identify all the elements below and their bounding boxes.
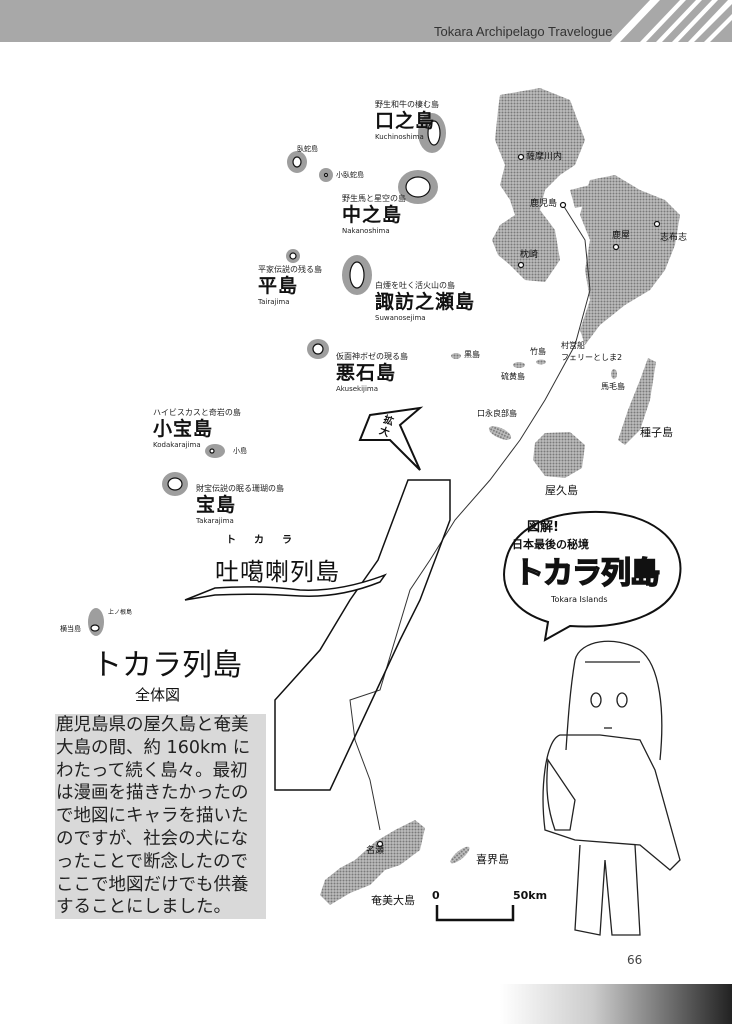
island-tagline: 野生和牛の棲む島: [375, 100, 439, 109]
island-name: 宝島: [196, 494, 237, 516]
archipelago-ruby: トカラ: [226, 535, 310, 546]
zoom-arrow-icon: [358, 406, 424, 471]
island-romaji: Kuchinoshima: [375, 133, 424, 141]
label-takeshima: 竹島: [530, 347, 546, 356]
island-name: 諏訪之瀬島: [375, 291, 476, 313]
island-romaji: Akusekijima: [336, 385, 379, 393]
label-ferry-line1: 村営船: [561, 341, 585, 350]
island-name: 中之島: [342, 204, 403, 226]
scale-bar: [435, 905, 515, 922]
island-label-akusekijima: 仮面神ボゼの現る島 悪石島 Akusekijima: [336, 352, 408, 394]
takeshima-land: [536, 359, 546, 365]
page-title: トカラ列島: [92, 648, 242, 683]
label-kuchinoerabujima: 口永良部島: [477, 409, 517, 418]
label-kagoshima: 鹿児島: [530, 199, 558, 209]
label-kikaijima: 喜界島: [476, 853, 509, 866]
bubble-line1: 図解!: [527, 520, 559, 535]
kuchinoerabujima-land: [488, 426, 512, 440]
island-tagline: 野生馬と星空の島: [342, 194, 406, 203]
island-label-tairajima: 平家伝説の残る島 平島 Tairajima: [258, 265, 322, 307]
description-text: 鹿児島県の屋久島と奄美大島の間、約 160km にわたって続く島々。最初は漫画を…: [55, 714, 266, 920]
bubble-title: トカラ列島: [513, 555, 661, 592]
zoom-frame: [274, 479, 451, 791]
bubble-line2: 日本最後の秘境: [512, 538, 589, 551]
scale-max: 50km: [513, 889, 548, 902]
tokara-island-outlines: [90, 120, 441, 632]
mageshima-land: [611, 369, 617, 379]
island-tagline: 白煙を吐く活火山の島: [375, 281, 455, 290]
label-yokoatejima: 横当島: [60, 625, 81, 633]
header-title: Tokara Archipelago Travelogue: [434, 24, 613, 39]
kikaijima-land: [450, 846, 470, 864]
island-tagline: ハイビスカスと奇岩の島: [153, 408, 241, 417]
island-tagline: 仮面神ボゼの現る島: [336, 352, 408, 361]
island-tagline: 財宝伝説の眠る珊瑚の島: [196, 484, 284, 493]
island-label-takarajima: 財宝伝説の眠る珊瑚の島 宝島 Takarajima: [196, 484, 284, 526]
label-ferry-line2: フェリーとしま2: [561, 353, 623, 362]
island-label-suwanosejima: 白煙を吐く活火山の島 諏訪之瀬島 Suwanosejima: [375, 281, 475, 323]
kyushu-land: [492, 88, 680, 345]
footer-gradient-bar: [500, 984, 732, 1024]
label-kuroshima: 黒島: [464, 350, 480, 359]
page-number: 66: [627, 953, 643, 967]
island-name: 平島: [258, 275, 299, 297]
label-amamioshima: 奄美大島: [371, 894, 415, 907]
island-romaji: Suwanosejima: [375, 314, 426, 322]
island-name: 小宝島: [153, 418, 214, 440]
header-stripes: [610, 0, 732, 42]
kinko-bay-island: [570, 185, 590, 208]
speech-bubble: [503, 510, 682, 642]
iojima-land: [513, 362, 525, 368]
label-mageshima: 馬毛島: [601, 382, 625, 391]
archipelago-ribbon: [184, 573, 388, 601]
label-shibushi: 志布志: [660, 233, 688, 243]
tanegashima-land: [618, 358, 656, 445]
page-subtitle: 全体図: [135, 686, 181, 704]
island-romaji: Nakanoshima: [342, 227, 390, 235]
label-yakushima: 屋久島: [545, 484, 578, 497]
island-tagline: 平家伝説の残る島: [258, 265, 322, 274]
island-romaji: Takarajima: [196, 517, 234, 525]
character-illustration: [542, 640, 681, 936]
label-kanoya: 鹿屋: [612, 231, 631, 241]
island-name: 悪石島: [336, 362, 397, 384]
island-name: 口之島: [375, 110, 436, 132]
label-iojima: 硫黄島: [501, 372, 525, 381]
island-label-kodakarajima: ハイビスカスと奇岩の島 小宝島 Kodakarajima: [153, 408, 241, 450]
label-makurazaki: 枕崎: [520, 250, 539, 260]
archipelago-name: 吐噶喇列島: [215, 558, 340, 586]
page-header: Tokara Archipelago Travelogue: [0, 0, 732, 42]
island-romaji: Kodakarajima: [153, 441, 201, 449]
label-tanegashima: 種子島: [640, 426, 673, 439]
scale-zero: 0: [432, 889, 440, 902]
kuroshima-land: [451, 353, 461, 359]
label-satsumasendai: 薩摩川内: [526, 152, 563, 162]
amami-oshima-land: [320, 820, 425, 905]
island-romaji: Tairajima: [258, 298, 290, 306]
label-gajajima: 臥蛇島: [297, 145, 318, 153]
bubble-subtitle: Tokara Islands: [551, 595, 608, 604]
yakushima-land: [533, 432, 585, 478]
island-label-kuchinoshima: 野生和牛の棲む島 口之島 Kuchinoshima: [375, 100, 439, 142]
label-kojima: 小島: [233, 447, 247, 455]
city-markers: [376, 153, 661, 848]
label-kaminonejima: 上ノ根島: [108, 609, 133, 616]
label-kogajajima: 小臥蛇島: [336, 171, 364, 179]
island-label-nakanoshima: 野生馬と星空の島 中之島 Nakanoshima: [342, 194, 406, 236]
label-naze: 名瀬: [366, 846, 385, 856]
